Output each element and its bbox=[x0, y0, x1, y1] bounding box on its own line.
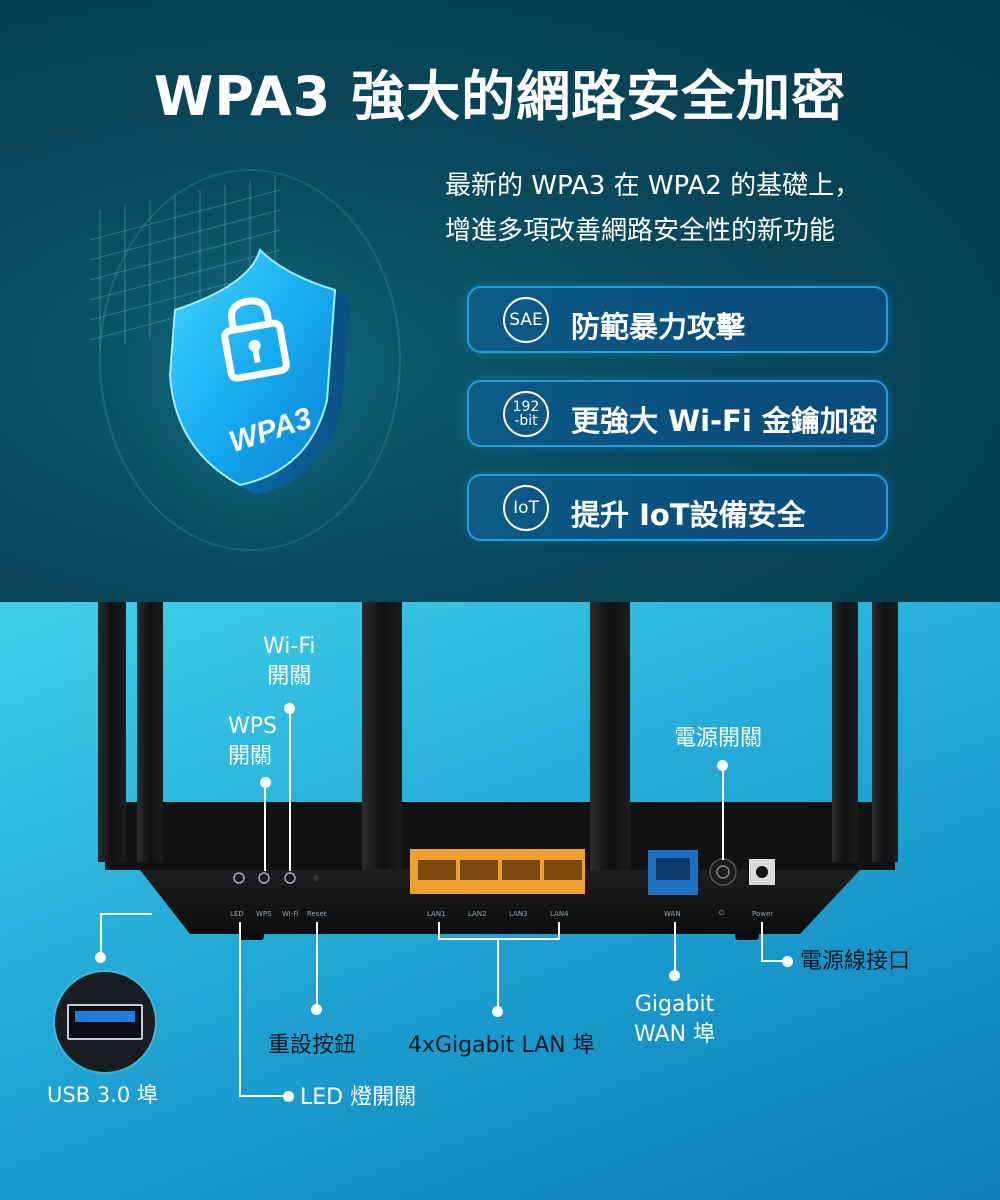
callout-line bbox=[761, 922, 763, 962]
wpa3-shield-illustration: WPA3 bbox=[89, 165, 420, 565]
callout-line bbox=[239, 1095, 285, 1097]
badge-line-1: 192 bbox=[512, 399, 540, 415]
callout-line bbox=[264, 783, 266, 871]
port-label-wps: WPS bbox=[256, 910, 272, 918]
callout-wps-switch: WPS 開關 bbox=[228, 712, 277, 772]
port-label-led: LED bbox=[230, 910, 244, 918]
feature-label: 更強大 Wi-Fi 金鑰加密 bbox=[571, 404, 878, 438]
port-label-reset: Reset bbox=[307, 910, 327, 918]
antenna bbox=[98, 602, 126, 862]
callout-power-switch: 電源開關 bbox=[674, 726, 763, 751]
callout-lan-ports: 4xGigabit LAN 埠 bbox=[408, 1033, 595, 1058]
callout-dot bbox=[782, 956, 793, 967]
feature-label: 提升 IoT設備安全 bbox=[571, 498, 806, 532]
callout-dot bbox=[669, 970, 680, 981]
router-back-panel-illustration bbox=[98, 602, 898, 940]
callout-line bbox=[438, 938, 560, 940]
callout-gigabit-wan: Gigabit WAN 埠 bbox=[634, 990, 715, 1050]
callout-line bbox=[239, 922, 241, 1096]
callout-line bbox=[761, 960, 785, 962]
port-label-power: Power bbox=[752, 910, 774, 918]
callout-line bbox=[100, 913, 152, 915]
feature-192bit: 192 -bit 更強大 Wi-Fi 金鑰加密 bbox=[467, 380, 888, 447]
wpa3-section: WPA3 WPA3 強大的網路安全加密 最新的 WPA3 在 WPA2 的基礎上… bbox=[0, 0, 1000, 602]
callout-text: Gigabit bbox=[634, 992, 715, 1017]
antenna bbox=[872, 602, 898, 862]
callout-line bbox=[674, 922, 676, 972]
feature-iot: IoT 提升 IoT設備安全 bbox=[467, 474, 888, 541]
callout-line bbox=[316, 922, 318, 1006]
feature-sae: SAE 防範暴力攻擊 bbox=[467, 286, 888, 353]
callout-line bbox=[100, 913, 102, 957]
antenna bbox=[590, 602, 630, 872]
router-ports-section: LED WPS Wi-Fi Reset LAN1 LAN2 LAN3 LAN4 … bbox=[0, 602, 1000, 1200]
antenna bbox=[137, 602, 163, 862]
callout-line bbox=[558, 922, 560, 940]
callout-dot bbox=[260, 777, 271, 788]
lock-icon bbox=[221, 297, 290, 382]
power-switch bbox=[709, 858, 737, 886]
callout-line bbox=[289, 709, 291, 871]
feature-label: 防範暴力攻擊 bbox=[571, 310, 746, 344]
callout-line bbox=[722, 766, 724, 860]
page-subtitle: 最新的 WPA3 在 WPA2 的基礎上， 增進多項改善網路安全性的新功能 bbox=[445, 164, 965, 254]
callout-dot bbox=[284, 703, 295, 714]
callout-usb-port: USB 3.0 埠 bbox=[47, 1083, 158, 1107]
subtitle-line-2: 增進多項改善網路安全性的新功能 bbox=[445, 216, 836, 246]
antenna bbox=[832, 602, 858, 862]
usb-port-zoom bbox=[55, 972, 155, 1072]
page-title: WPA3 強大的網路安全加密 bbox=[153, 65, 847, 128]
port-label-lan3: LAN3 bbox=[509, 910, 528, 918]
port-label-lan1: LAN1 bbox=[427, 910, 446, 918]
callout-led-switch: LED 燈開關 bbox=[300, 1085, 417, 1110]
callout-line bbox=[497, 938, 499, 1008]
192bit-badge-icon: 192 -bit bbox=[503, 391, 549, 437]
callout-dot bbox=[95, 952, 106, 963]
callout-dot bbox=[492, 1006, 503, 1017]
antenna bbox=[362, 602, 402, 872]
port-label-wan: WAN bbox=[664, 910, 681, 918]
callout-dot bbox=[311, 1004, 322, 1015]
power-symbol-icon: ⏻ bbox=[719, 909, 725, 917]
callout-reset-button: 重設按鈕 bbox=[268, 1033, 357, 1058]
callout-text: Wi-Fi bbox=[263, 634, 316, 659]
callout-line bbox=[438, 922, 440, 940]
callout-wifi-switch: Wi-Fi 開關 bbox=[263, 632, 316, 692]
callout-text: WPS bbox=[228, 714, 277, 739]
callout-dot bbox=[717, 760, 728, 771]
sae-badge-icon: SAE bbox=[503, 297, 549, 343]
callout-dot bbox=[283, 1091, 294, 1102]
port-label-lan4: LAN4 bbox=[550, 910, 569, 918]
subtitle-line-1: 最新的 WPA3 在 WPA2 的基礎上， bbox=[445, 171, 861, 201]
badge-line-2: -bit bbox=[514, 413, 538, 429]
port-label-lan2: LAN2 bbox=[468, 910, 487, 918]
iot-badge-icon: IoT bbox=[503, 485, 549, 531]
callout-text: WAN 埠 bbox=[634, 1022, 716, 1047]
callout-text: 開關 bbox=[228, 744, 273, 769]
usb-port-icon bbox=[67, 1004, 143, 1040]
callout-text: 開關 bbox=[267, 664, 312, 689]
callout-power-port: 電源線接口 bbox=[800, 949, 911, 974]
port-label-wifi: Wi-Fi bbox=[282, 910, 299, 918]
